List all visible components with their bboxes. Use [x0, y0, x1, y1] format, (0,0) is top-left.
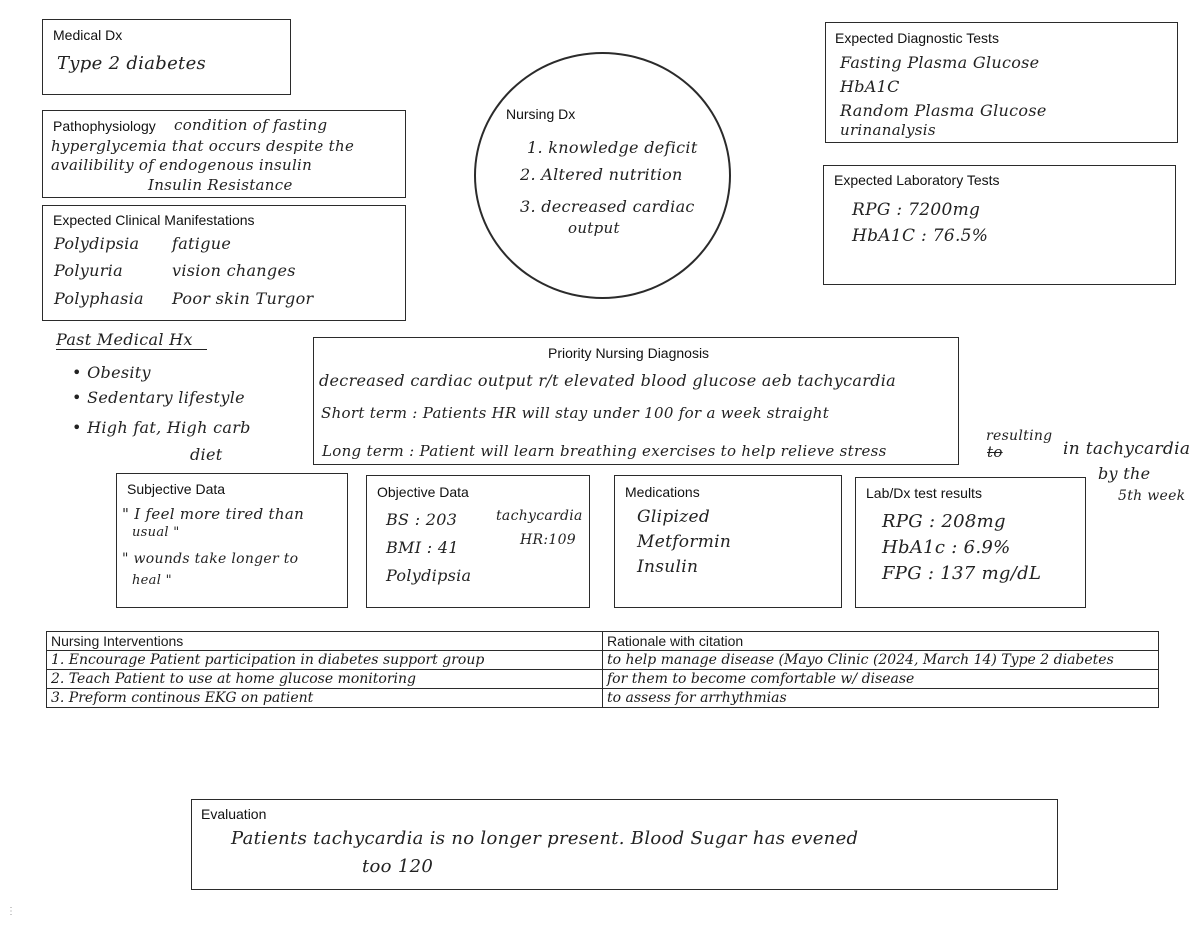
goal-overflow-line: in tachycardia — [1063, 439, 1191, 459]
short-term-goal: Short term : Patients HR will stay under… — [321, 404, 830, 422]
interventions-table: Nursing Interventions Rationale with cit… — [46, 631, 1159, 708]
rationale-cell: to assess for arrhythmias — [602, 688, 1159, 708]
lab-result-item: HbA1c : 6.9% — [882, 537, 1011, 558]
manifestation-item: Poor skin Turgor — [172, 289, 314, 308]
medications-box — [614, 475, 842, 608]
subjective-data-item: usual " — [132, 525, 180, 540]
table-row: 2. Teach Patient to use at home glucose … — [46, 669, 1159, 689]
priority-nursing-dx-label: Priority Nursing Diagnosis — [548, 345, 710, 361]
clinical-manifestations-label: Expected Clinical Manifestations — [53, 212, 255, 228]
rationale-cell: for them to become comfortable w/ diseas… — [602, 669, 1159, 689]
lab-result-item: RPG : 208mg — [882, 511, 1006, 532]
evaluation-line-2: too 120 — [362, 856, 434, 877]
goal-overflow-line: 5th week — [1118, 488, 1186, 504]
pathophysiology-line-2: hyperglycemia that occurs despite the — [51, 137, 355, 155]
medications-label: Medications — [625, 484, 700, 500]
past-medical-hx-label: Past Medical Hx — [56, 330, 207, 350]
past-medical-hx-item: • Obesity — [72, 363, 151, 382]
medication-item: Metformin — [637, 532, 732, 552]
goal-overflow-above: resulting — [986, 428, 1053, 444]
manifestation-item: Polydipsia — [54, 234, 140, 253]
evaluation-box — [191, 799, 1058, 890]
lab-tests-box — [823, 165, 1176, 285]
goal-overflow-line: by the — [1098, 464, 1151, 483]
diagnostic-tests-label: Expected Diagnostic Tests — [835, 30, 999, 46]
lab-results-box — [855, 477, 1086, 608]
clinical-manifestations-box — [42, 205, 406, 321]
rationale-header: Rationale with citation — [602, 631, 1159, 651]
intervention-cell: 3. Preform continous EKG on patient — [46, 688, 603, 708]
lab-results-label: Lab/Dx test results — [866, 485, 982, 501]
medication-item: Insulin — [637, 557, 699, 577]
diagnostic-tests-box — [825, 22, 1178, 143]
medical-dx-label: Medical Dx — [53, 27, 123, 43]
medical-dx-box — [42, 19, 291, 95]
objective-data-item: BS : 203 — [386, 510, 458, 529]
medical-dx-value: Type 2 diabetes — [57, 53, 207, 74]
objective-data-side: HR:109 — [520, 532, 576, 548]
lab-tests-label: Expected Laboratory Tests — [834, 172, 1000, 188]
interventions-header: Nursing Interventions — [46, 631, 603, 651]
scan-speck: ⋮ — [6, 906, 16, 917]
pathophysiology-line-4: Insulin Resistance — [148, 176, 293, 194]
nursing-dx-label: Nursing Dx — [506, 106, 576, 122]
long-term-goal: Long term : Patient will learn breathing… — [322, 442, 887, 460]
manifestation-item: fatigue — [172, 234, 232, 253]
pathophysiology-box — [42, 110, 406, 198]
nursing-dx-ellipse — [474, 52, 731, 299]
nursing-dx-item: 1. knowledge deficit — [527, 138, 698, 157]
objective-data-item: BMI : 41 — [386, 538, 459, 557]
manifestation-item: vision changes — [172, 261, 296, 280]
diagnostic-test-item: HbA1C — [840, 77, 900, 96]
pathophysiology-label: Pathophysiology — [53, 118, 156, 134]
objective-data-item: Polydipsia — [386, 566, 472, 585]
diagnostic-test-item: urinanalysis — [840, 121, 936, 139]
objective-data-label: Objective Data — [377, 484, 469, 500]
past-medical-hx-item: diet — [190, 445, 223, 464]
objective-data-side: tachycardia — [496, 508, 583, 524]
subjective-data-label: Subjective Data — [127, 481, 226, 497]
intervention-cell: 2. Teach Patient to use at home glucose … — [46, 669, 603, 689]
table-row: 1. Encourage Patient participation in di… — [46, 650, 1159, 670]
evaluation-label: Evaluation — [201, 806, 267, 822]
diagnostic-test-item: Random Plasma Glucose — [840, 101, 1047, 120]
subjective-data-item: heal " — [132, 573, 172, 588]
pathophysiology-line-3: availibility of endogenous insulin — [51, 156, 313, 174]
lab-result-item: FPG : 137 mg/dL — [882, 563, 1042, 584]
table-row: 3. Preform continous EKG on patient to a… — [46, 688, 1159, 708]
subjective-data-item: " I feel more tired than — [122, 505, 305, 523]
nursing-dx-item: 2. Altered nutrition — [520, 165, 683, 184]
past-medical-hx-item: • Sedentary lifestyle — [72, 388, 245, 407]
intervention-cell: 1. Encourage Patient participation in di… — [46, 650, 603, 670]
medication-item: Glipized — [637, 507, 711, 527]
rationale-cell: to help manage disease (Mayo Clinic (202… — [602, 650, 1159, 670]
diagnostic-test-item: Fasting Plasma Glucose — [840, 53, 1040, 72]
manifestation-item: Polyuria — [54, 261, 123, 280]
pathophysiology-line-1: condition of fasting — [174, 116, 328, 134]
crossed-out-word: to — [987, 443, 1003, 461]
past-medical-hx-item: • High fat, High carb — [72, 418, 251, 437]
subjective-data-box — [116, 473, 348, 608]
priority-dx-statement: decreased cardiac output r/t elevated bl… — [319, 371, 897, 390]
objective-data-box — [366, 475, 590, 608]
nursing-dx-item: 3. decreased cardiac — [520, 197, 695, 216]
lab-test-item: RPG : 7200mg — [852, 200, 981, 220]
manifestation-item: Polyphasia — [54, 289, 144, 308]
table-header-row: Nursing Interventions Rationale with cit… — [46, 631, 1159, 651]
evaluation-line-1: Patients tachycardia is no longer presen… — [231, 828, 859, 849]
nursing-dx-item: output — [568, 219, 620, 237]
priority-nursing-dx-box — [313, 337, 959, 465]
lab-test-item: HbA1C : 76.5% — [852, 226, 989, 246]
subjective-data-item: " wounds take longer to — [122, 551, 299, 567]
